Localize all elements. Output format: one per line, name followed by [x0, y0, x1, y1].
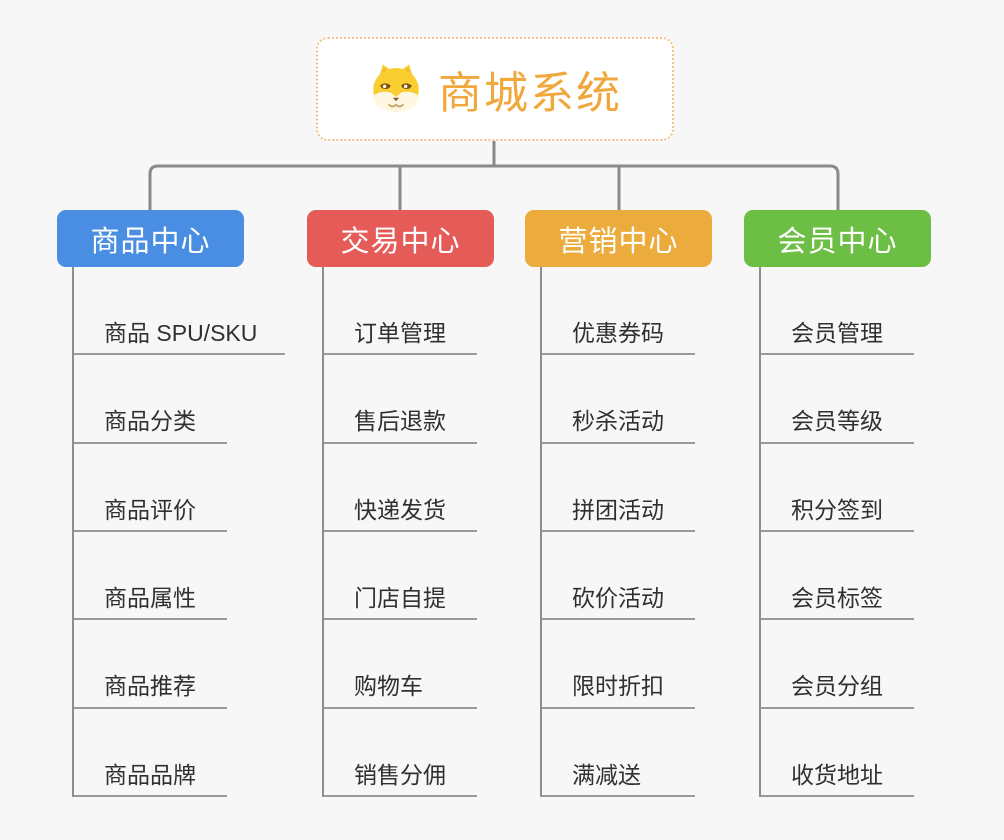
leaf-item[interactable]: 商品评价	[72, 444, 227, 532]
branch-header[interactable]: 商品中心	[57, 210, 244, 267]
leaf-item[interactable]: 售后退款	[322, 355, 477, 444]
leaf-label: 砍价活动	[572, 585, 664, 612]
main-rail-line	[148, 164, 840, 211]
leaf-item[interactable]: 优惠券码	[540, 267, 695, 356]
branch-3: 营销中心优惠券码秒杀活动拼团活动砍价活动限时折扣满减送	[525, 210, 712, 797]
branch-4: 会员中心会员管理会员等级积分签到会员标签会员分组收货地址	[744, 210, 931, 797]
leaf-label: 会员分组	[791, 673, 883, 700]
leaf-item[interactable]: 砍价活动	[540, 532, 695, 621]
leaf-item[interactable]: 订单管理	[322, 267, 477, 356]
leaf-item[interactable]: 购物车	[322, 620, 477, 709]
leaf-label: 商品评价	[104, 496, 196, 523]
leaf-label: 满减送	[572, 761, 641, 788]
leaf-item[interactable]: 商品分类	[72, 355, 227, 444]
leaf-label: 商品分类	[104, 408, 196, 435]
leaf-label: 订单管理	[354, 320, 446, 347]
leaf-item[interactable]: 商品推荐	[72, 620, 227, 709]
branch-1: 商品中心商品 SPU/SKU 商品分类商品评价商品属性商品推荐商品品牌	[57, 210, 286, 797]
leaf-item[interactable]: 满减送	[540, 709, 695, 797]
leaf-item[interactable]: 拼团活动	[540, 444, 695, 532]
leaf-item[interactable]: 会员等级	[759, 355, 914, 444]
root-title: 商城系统	[438, 69, 622, 118]
leaf-label: 会员标签	[791, 585, 883, 612]
leaf-label: 优惠券码	[572, 320, 664, 347]
leaf-item[interactable]: 会员标签	[759, 532, 914, 621]
leaf-label: 限时折扣	[572, 673, 664, 700]
leaf-label: 销售分佣	[354, 761, 446, 788]
leaf-label: 商品推荐	[104, 673, 196, 700]
leaf-item[interactable]: 商品品牌	[72, 709, 227, 797]
leaf-label: 会员管理	[791, 320, 883, 347]
leaf-item[interactable]: 销售分佣	[322, 709, 477, 797]
leaf-item[interactable]: 秒杀活动	[540, 355, 695, 444]
branch-header[interactable]: 交易中心	[307, 210, 494, 267]
leaf-label: 门店自提	[354, 585, 446, 612]
leaf-item[interactable]: 商品 SPU/SKU	[72, 267, 286, 356]
leaf-label: 快递发货	[354, 496, 446, 523]
leaf-item[interactable]: 收货地址	[759, 709, 914, 797]
root-node[interactable]: 商城系统	[316, 37, 674, 141]
shiba-dog-icon	[373, 64, 419, 112]
branch-2: 交易中心订单管理售后退款快递发货门店自提购物车销售分佣	[307, 210, 494, 797]
leaf-label: 商品 SPU/SKU	[104, 320, 258, 347]
leaf-item[interactable]: 门店自提	[322, 532, 477, 621]
leaf-item[interactable]: 积分签到	[759, 444, 914, 532]
branch-items: 会员管理会员等级积分签到会员标签会员分组收货地址	[759, 267, 914, 797]
leaf-item[interactable]: 会员管理	[759, 267, 914, 356]
leaf-item[interactable]: 商品属性	[72, 532, 227, 621]
branch-items: 订单管理售后退款快递发货门店自提购物车销售分佣	[322, 267, 477, 797]
leaf-item[interactable]: 快递发货	[322, 444, 477, 532]
branch-items: 商品 SPU/SKU 商品分类商品评价商品属性商品推荐商品品牌	[72, 267, 286, 797]
leaf-item[interactable]: 会员分组	[759, 620, 914, 709]
leaf-label: 收货地址	[791, 761, 883, 788]
leaf-label: 会员等级	[791, 408, 883, 435]
leaf-label: 秒杀活动	[572, 408, 664, 435]
leaf-label: 售后退款	[354, 408, 446, 435]
leaf-label: 商品属性	[104, 585, 196, 612]
branch-header[interactable]: 营销中心	[525, 210, 712, 267]
branch-header[interactable]: 会员中心	[744, 210, 931, 267]
leaf-label: 拼团活动	[572, 496, 664, 523]
leaf-label: 商品品牌	[104, 761, 196, 788]
branch-items: 优惠券码秒杀活动拼团活动砍价活动限时折扣满减送	[540, 267, 695, 797]
connector-lines	[148, 139, 840, 211]
leaf-item[interactable]: 限时折扣	[540, 620, 695, 709]
leaf-label: 积分签到	[791, 496, 883, 523]
leaf-label: 购物车	[354, 673, 423, 700]
